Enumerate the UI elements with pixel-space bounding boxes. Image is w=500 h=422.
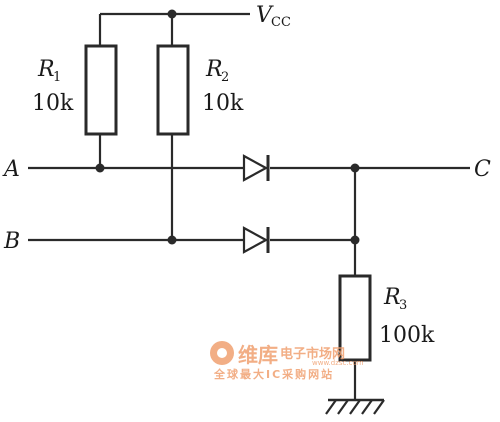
watermark-brand: 维库 [238, 343, 278, 367]
diode-a [242, 154, 270, 182]
r2-label: R 2 10k [202, 57, 244, 116]
junction-b-r2 [167, 235, 177, 245]
r1-sub: 1 [53, 70, 61, 85]
terminal-b-label: B [3, 229, 20, 254]
junction-a-r1 [95, 163, 105, 173]
ground-symbol [325, 398, 385, 415]
r1-label: R 1 10k [32, 57, 74, 116]
r3-value: 100k [379, 323, 435, 348]
vcc-label-main: V [256, 3, 274, 28]
r2-sub: 2 [221, 70, 229, 85]
line-a [28, 163, 470, 173]
vcc-rail [98, 9, 250, 46]
vcc-label: V CC [256, 3, 291, 30]
r1-value: 10k [32, 91, 74, 116]
terminal-c-label: C [474, 157, 491, 182]
resistor-r2 [156, 44, 190, 240]
watermark-site: 电子市场网 [280, 346, 345, 362]
diode-b [242, 226, 270, 254]
vcc-junction-dot [167, 9, 177, 19]
line-b [28, 235, 360, 245]
r3-label: R 3 100k [379, 285, 435, 348]
r2-value: 10k [202, 91, 244, 116]
terminal-a-label: A [2, 157, 20, 182]
r2-name: R [205, 57, 223, 82]
r3-name: R [383, 285, 401, 310]
watermark: 维库 电子市场网 www.dzsc.com 全球最大IC采购网站 [210, 341, 364, 381]
r3-sub: 3 [399, 298, 407, 313]
vcc-label-sub: CC [271, 15, 291, 30]
r1-name: R [37, 57, 55, 82]
resistor-r1 [84, 44, 118, 168]
resistor-r3 [338, 274, 372, 400]
watermark-url: www.dzsc.com [312, 359, 364, 367]
watermark-tagline: 全球最大IC采购网站 [213, 367, 334, 381]
